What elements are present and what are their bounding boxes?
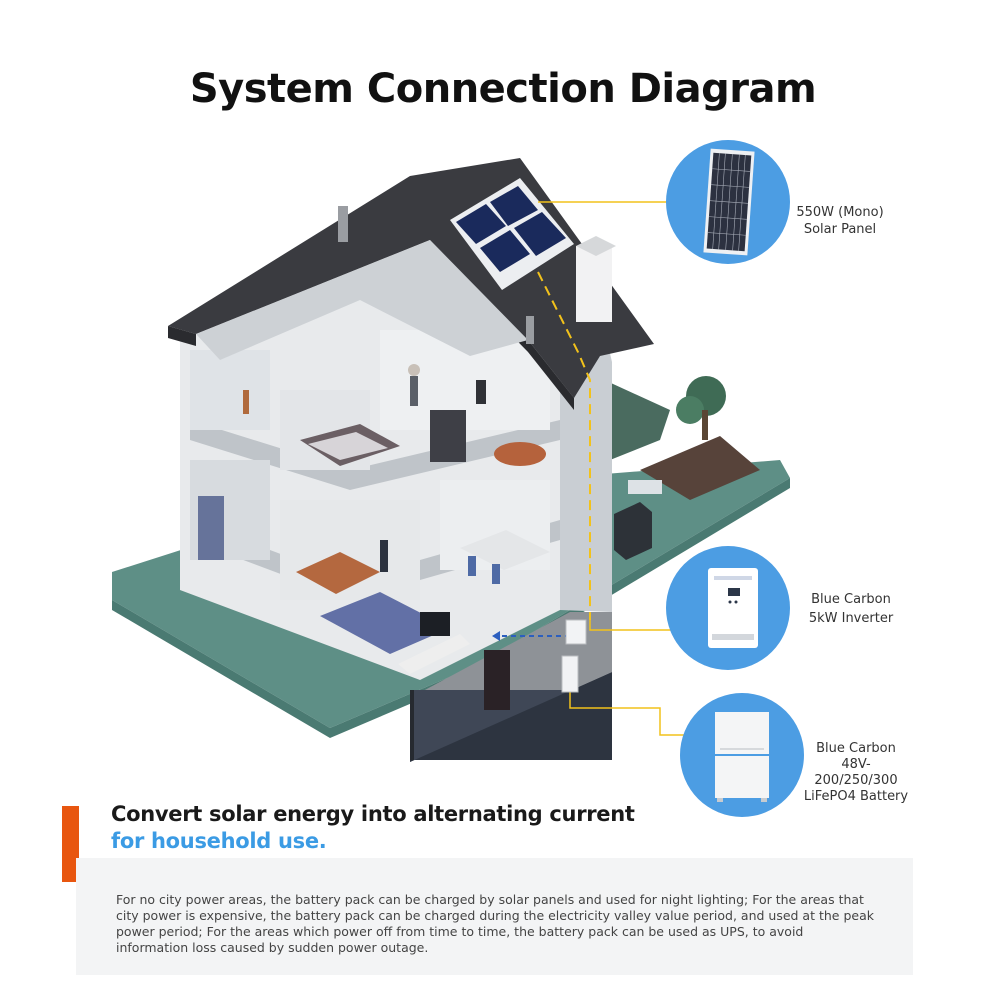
garden	[600, 376, 760, 500]
inverter-callout	[666, 546, 790, 670]
basement	[410, 612, 612, 762]
page-title: System Connection Diagram	[189, 66, 817, 112]
basement-battery	[561, 655, 579, 693]
headline-line2: for household use.	[111, 829, 327, 853]
inverter-label-line1: Blue Carbon	[811, 592, 891, 607]
battery-label: Blue Carbon 48V-200/250/300 LiFePO4 Batt…	[800, 741, 912, 805]
battery-label-line1: Blue Carbon	[816, 741, 896, 756]
battery-label-line3: LiFePO4 Battery	[803, 789, 909, 804]
inverter-label-line2: 5kW Inverter	[808, 611, 894, 626]
description-text: For no city power areas, the battery pac…	[116, 892, 874, 955]
headline-line1: Convert solar energy into alternating cu…	[111, 802, 635, 826]
basement-inverter	[565, 619, 587, 645]
ac-unit	[614, 502, 652, 560]
battery-label-line2: 48V-200/250/300	[814, 757, 898, 788]
roof-solar-array	[450, 178, 574, 290]
solar-panel-callout	[666, 140, 790, 264]
description-box	[76, 858, 913, 975]
solar-panel-label-line1: 550W (Mono)	[796, 205, 884, 220]
solar-panel-label: 550W (Mono) Solar Panel	[790, 204, 890, 238]
battery-callout	[680, 693, 804, 817]
solar-panel-label-line2: Solar Panel	[803, 222, 877, 237]
inverter-label: Blue Carbon 5kW Inverter	[796, 590, 906, 628]
accent-bar	[62, 806, 79, 882]
